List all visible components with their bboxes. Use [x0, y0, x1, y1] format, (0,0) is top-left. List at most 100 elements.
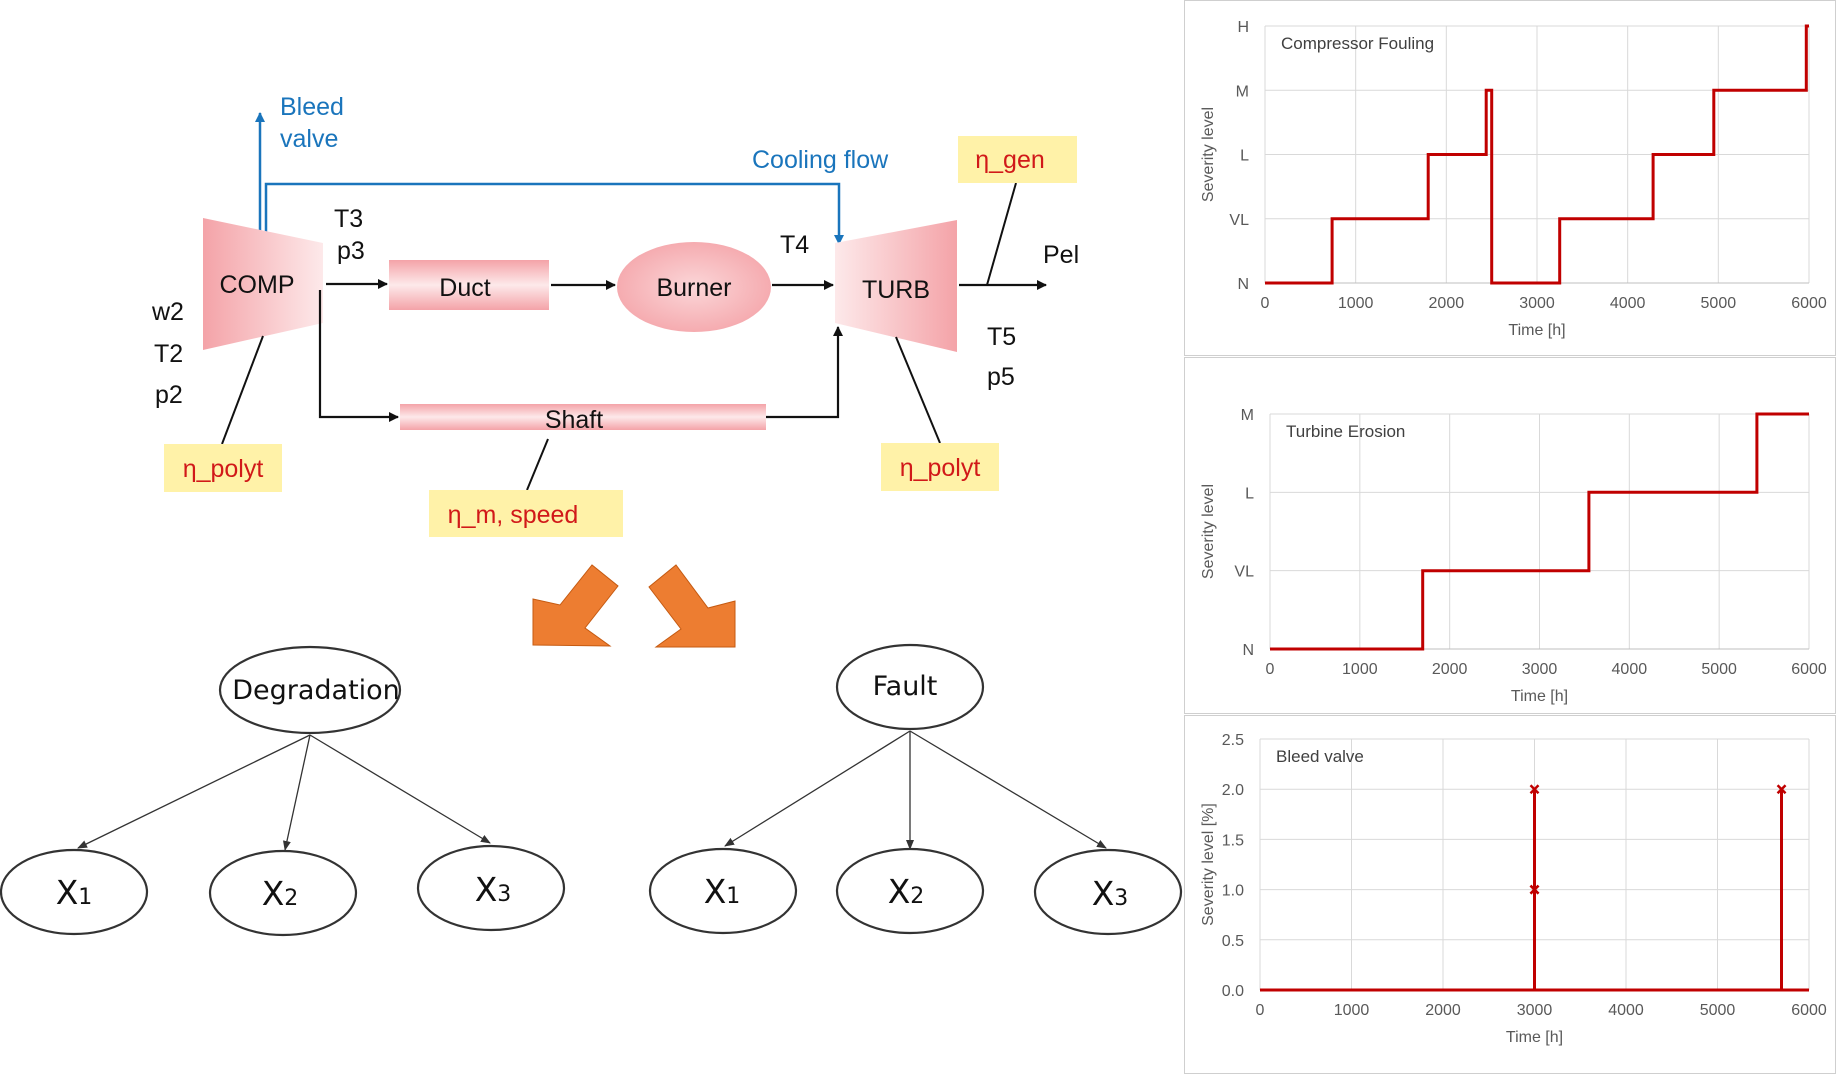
- x-tick-label: 3000: [1519, 295, 1555, 312]
- compressor-node: [203, 218, 323, 350]
- x-tick-label: 2000: [1425, 1002, 1461, 1019]
- orange-arrow-right: [648, 564, 736, 648]
- chart-turbine-erosion: 0 1000 2000 3000 4000 5000 6000 N VL L M Turbine Er…: [1184, 357, 1836, 714]
- eta-m-speed-box: [429, 490, 623, 537]
- x-tick-label: 0: [1261, 295, 1270, 312]
- bleed-valve-label-2: valve: [280, 125, 338, 153]
- y-tick-label: 2.5: [1222, 732, 1244, 749]
- chart-compressor-fouling-svg: 0 1000 2000 3000 4000 5000 6000 N VL L M H Compresso…: [1200, 19, 1827, 339]
- x-tick-label: 1000: [1334, 1002, 1370, 1019]
- flow-shaft-turb: [766, 326, 843, 419]
- duct-label: Duct: [439, 274, 490, 302]
- y-tick-label: 0.5: [1222, 933, 1244, 950]
- bn-root-label: Fault: [873, 671, 938, 702]
- connector-pel-eta: [986, 182, 1017, 286]
- bn-child-label: X1: [704, 872, 741, 911]
- bn-child-label: X3: [475, 870, 512, 909]
- bn-child-node: [1033, 848, 1183, 936]
- y-tick-label: M: [1241, 407, 1254, 424]
- bn-child-node: [208, 849, 358, 937]
- y-axis-label: Severity level: [1200, 107, 1217, 202]
- chart-title: Compressor Fouling: [1281, 34, 1434, 53]
- x-tick-label: 5000: [1700, 1002, 1736, 1019]
- chart-title: Turbine Erosion: [1286, 422, 1405, 441]
- bn-root-label: Degradation: [232, 675, 400, 706]
- turbine-label: TURB: [862, 276, 930, 304]
- burner-node: [617, 242, 771, 332]
- y-tick-label: N: [1237, 276, 1249, 293]
- y-axis-label: Severity level: [1200, 484, 1217, 579]
- label-t2: T2: [154, 340, 183, 368]
- cooling-flow: [264, 182, 844, 245]
- series-line: [1265, 24, 1809, 285]
- y-tick-label: M: [1236, 83, 1249, 100]
- y-tick-label: H: [1237, 19, 1249, 36]
- bn-child-label: X1: [56, 873, 93, 912]
- bn-root-node: [218, 645, 402, 735]
- burner-label: Burner: [656, 274, 731, 302]
- gas-turbine-diagram: Bleed valve Cooling flow COMP Duct Burne…: [0, 93, 1183, 937]
- bn-child-node: [835, 847, 985, 935]
- y-tick-label: VL: [1229, 212, 1249, 229]
- bn-child-label: X2: [888, 872, 925, 911]
- label-p3: p3: [337, 237, 365, 265]
- x-tick-label: 4000: [1610, 295, 1646, 312]
- label-t4: T4: [780, 231, 809, 259]
- x-tick-label: 5000: [1701, 295, 1737, 312]
- x-tick-label: 6000: [1791, 295, 1827, 312]
- y-tick-label: L: [1240, 148, 1249, 165]
- bn-child-node: [416, 844, 566, 932]
- x-tick-label: 3000: [1522, 661, 1558, 678]
- eta-polyt-turb-box: [881, 443, 999, 491]
- data-point-marker: [1529, 884, 1540, 895]
- chart-turbine-erosion-svg: 0 1000 2000 3000 4000 5000 6000 N VL L M Turbine Er…: [1200, 407, 1827, 705]
- label-t3: T3: [334, 205, 363, 233]
- x-tick-label: 2000: [1429, 295, 1465, 312]
- label-p2: p2: [155, 381, 183, 409]
- y-tick-label: 2.0: [1222, 782, 1244, 799]
- eta-polyt-comp-label: η_polyt: [183, 455, 264, 483]
- y-tick-label: 1.0: [1222, 883, 1244, 900]
- connector-shaft-eta: [526, 438, 549, 491]
- data-point-marker: [1529, 784, 1540, 795]
- x-tick-label: 2000: [1432, 661, 1468, 678]
- chart-title: Bleed valve: [1276, 747, 1364, 766]
- x-tick-label: 0: [1266, 661, 1275, 678]
- x-tick-label: 4000: [1608, 1002, 1644, 1019]
- x-tick-label: 5000: [1701, 661, 1737, 678]
- label-t5: T5: [987, 323, 1016, 351]
- chart-compressor-fouling: 0 1000 2000 3000 4000 5000 6000 N VL L M H Compresso…: [1184, 0, 1836, 356]
- x-tick-label: 6000: [1791, 661, 1827, 678]
- label-p5: p5: [987, 363, 1015, 391]
- connector-comp-eta: [221, 335, 264, 445]
- y-tick-label: N: [1242, 642, 1254, 659]
- shaft-label: Shaft: [545, 406, 603, 434]
- bleed-valve-label: Bleed: [280, 93, 344, 121]
- y-axis-label: Severity level [%]: [1200, 803, 1217, 926]
- eta-gen-label: η_gen: [975, 146, 1045, 174]
- bn-child-label: X3: [1092, 874, 1129, 913]
- orange-arrow-left: [532, 564, 619, 647]
- cooling-flow-label: Cooling flow: [752, 146, 889, 174]
- x-tick-label: 1000: [1338, 295, 1374, 312]
- flow-comp-shaft: [318, 290, 399, 422]
- x-tick-label: 1000: [1342, 661, 1378, 678]
- eta-polyt-turb-label: η_polyt: [900, 454, 981, 482]
- eta-polyt-comp-box: [164, 444, 282, 492]
- y-tick-label: L: [1245, 485, 1254, 502]
- y-tick-label: VL: [1234, 564, 1254, 581]
- x-tick-label: 4000: [1612, 661, 1648, 678]
- series-line: [1270, 412, 1809, 651]
- x-tick-label: 6000: [1791, 1002, 1827, 1019]
- x-axis-label: Time [h]: [1506, 1029, 1563, 1046]
- bn-fault: Fault X1 X2 X3: [648, 643, 1183, 936]
- y-tick-label: 1.5: [1222, 832, 1244, 849]
- shaft-node: [400, 404, 766, 430]
- connector-turb-eta: [895, 336, 941, 444]
- x-axis-label: Time [h]: [1508, 322, 1565, 339]
- bn-degradation: Degradation X1 X2 X3: [0, 645, 566, 937]
- bn-root-node: [835, 643, 985, 731]
- x-axis-label: Time [h]: [1511, 688, 1568, 705]
- compressor-label: COMP: [220, 271, 295, 299]
